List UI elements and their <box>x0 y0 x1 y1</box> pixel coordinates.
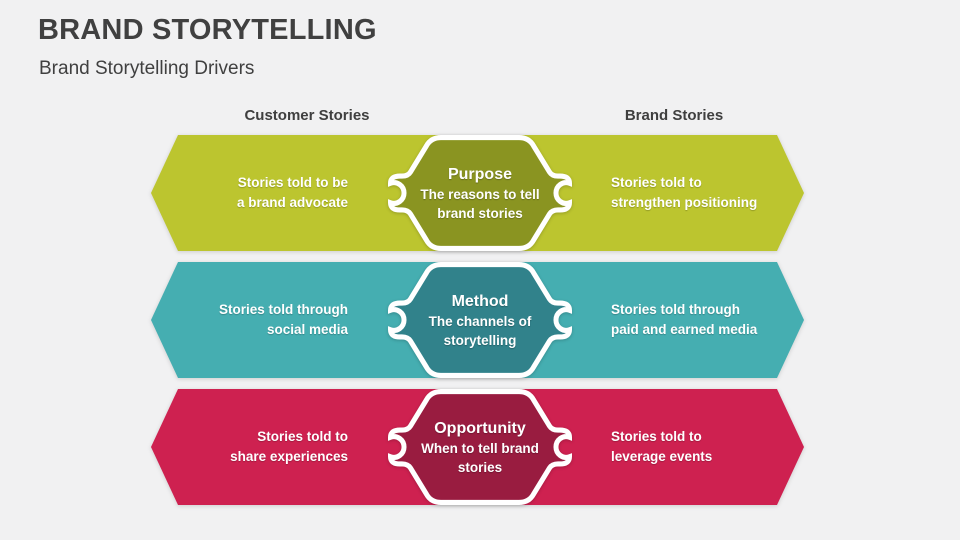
right-caption: Stories told to leverage events <box>611 427 796 467</box>
badge-title: Opportunity <box>434 419 526 437</box>
caption-line: Stories told through <box>219 302 348 317</box>
driver-row-purpose: Stories told to be a brand advocate Stor… <box>151 135 804 251</box>
center-badge-shape <box>387 135 573 251</box>
right-caption: Stories told through paid and earned med… <box>611 300 796 340</box>
left-caption: Stories told through social media <box>178 300 348 340</box>
driver-row-method: Stories told through social media Storie… <box>151 262 804 378</box>
center-badge-text: Method The channels of storytelling <box>383 262 577 378</box>
center-badge-text: Purpose The reasons to tell brand storie… <box>383 135 577 251</box>
caption-line: Stories told to <box>611 429 702 444</box>
driver-row-opportunity: Stories told to share experiences Storie… <box>151 389 804 505</box>
caption-line: Stories told to <box>611 175 702 190</box>
right-caption: Stories told to strengthen positioning <box>611 173 796 213</box>
badge-line: storytelling <box>443 332 517 348</box>
badge-title: Method <box>451 292 509 310</box>
left-caption: Stories told to share experiences <box>178 427 348 467</box>
page-subtitle: Brand Storytelling Drivers <box>39 58 255 79</box>
caption-line: a brand advocate <box>236 195 348 210</box>
column-header-brand-stories: Brand Stories <box>624 107 724 124</box>
caption-line: share experiences <box>230 449 348 464</box>
caption-line: Stories told to be <box>237 175 348 190</box>
left-caption: Stories told to be a brand advocate <box>178 173 348 213</box>
badge-line: The reasons to tell <box>420 186 540 202</box>
center-badge-text: Opportunity When to tell brand stories <box>383 389 577 505</box>
badge-line: stories <box>457 459 503 475</box>
badge-line: brand stories <box>437 205 523 221</box>
center-badge-shape <box>387 262 573 378</box>
badge-line: When to tell brand <box>421 440 539 456</box>
caption-line: strengthen positioning <box>611 195 758 210</box>
caption-line: Stories told to <box>257 429 348 444</box>
caption-line: paid and earned media <box>611 322 758 337</box>
column-header-customer-stories: Customer Stories <box>244 107 370 124</box>
badge-title: Purpose <box>447 165 512 183</box>
caption-line: Stories told through <box>611 302 740 317</box>
center-badge-shape <box>387 389 573 505</box>
caption-line: social media <box>266 322 348 337</box>
caption-line: leverage events <box>611 449 713 464</box>
page-title: BRAND STORYTELLING <box>38 14 377 46</box>
badge-line: The channels of <box>428 313 532 329</box>
